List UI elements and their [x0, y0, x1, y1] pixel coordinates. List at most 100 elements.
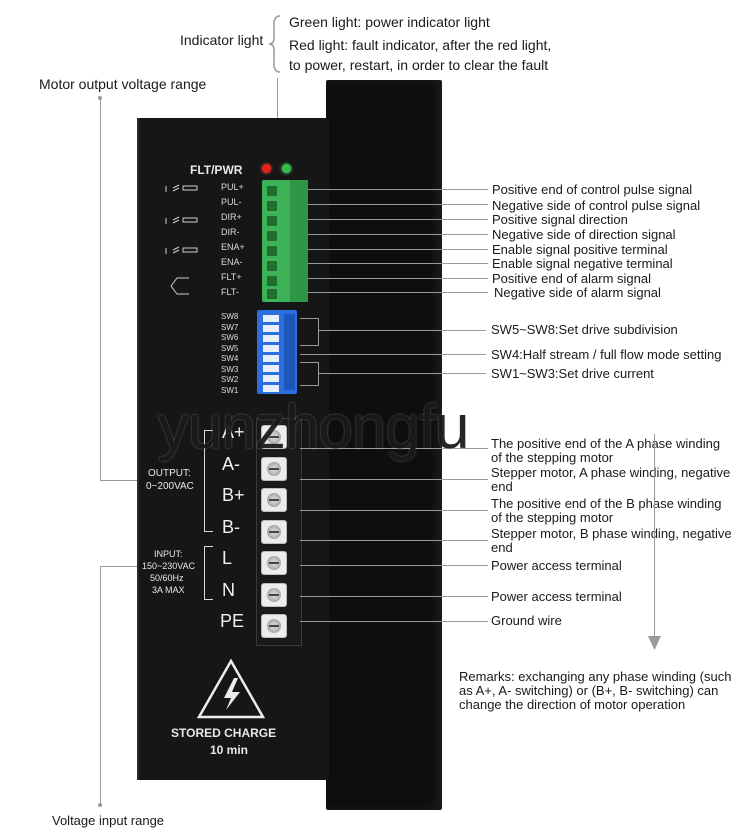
note-b-minus: Stepper motor, B phase winding, negative… — [491, 526, 732, 555]
signal-label-flt-minus: FLT- — [221, 287, 239, 297]
signal-label-flt-plus: FLT+ — [221, 272, 242, 282]
dip-toggle-4[interactable] — [263, 355, 279, 362]
note-a-plus: The positive end of the A phase winding … — [491, 436, 721, 465]
driver-heatsink — [326, 80, 442, 810]
sw6-label: SW6 — [221, 333, 239, 342]
output-title: OUTPUT: — [148, 468, 191, 479]
warning-stored-charge: STORED CHARGE — [171, 726, 277, 740]
dip-toggle-8[interactable] — [263, 315, 279, 322]
sw1-3-bracket — [300, 362, 319, 386]
terminal-screw-a-minus[interactable] — [261, 457, 287, 481]
remarks-arrow-shaft — [654, 434, 655, 639]
sw5-label: SW5 — [221, 343, 239, 353]
signal-label-pul-minus: PUL- — [221, 197, 242, 207]
terminal-screw-l[interactable] — [261, 551, 287, 575]
green-led — [282, 164, 291, 173]
remarks-text: Remarks: exchanging any phase winding (s… — [459, 669, 732, 712]
signal-label-column: PUL+ PUL- DIR+ DIR- ENA+ ENA- FLT+ FLT- — [221, 182, 261, 302]
note-pul-minus: Negative side of control pulse signal — [492, 198, 701, 213]
control-pin-4[interactable] — [262, 229, 286, 243]
sw8-label: SW8 — [221, 312, 239, 321]
input-title: INPUT: — [154, 549, 183, 559]
control-pin-1[interactable] — [262, 184, 286, 198]
output-bracket — [204, 430, 213, 532]
control-pin-2[interactable] — [262, 199, 286, 213]
red-light-description-1: Red light: fault indicator, after the re… — [289, 37, 552, 53]
control-pin-8[interactable] — [262, 287, 286, 301]
optocoupler-symbols — [163, 182, 213, 300]
note-sw1-3: SW1~SW3:Set drive current — [491, 366, 654, 381]
indicator-light-label: Indicator light — [180, 32, 264, 48]
terminal-label-l: L — [222, 548, 233, 568]
voltage-input-range-label: Voltage input range — [52, 813, 165, 828]
input-current: 3A MAX — [152, 585, 185, 595]
voltage-input-vline — [100, 566, 101, 805]
control-pin-3[interactable] — [262, 214, 286, 228]
power-terminal-block[interactable] — [256, 418, 302, 646]
voltage-input-dot — [98, 803, 102, 807]
control-pin-5[interactable] — [262, 244, 286, 258]
dip-toggle-3[interactable] — [263, 365, 279, 372]
terminal-screw-pe[interactable] — [261, 614, 287, 638]
dip-toggle-2[interactable] — [263, 375, 279, 382]
signal-label-pul-plus: PUL+ — [221, 182, 244, 192]
note-l: Power access terminal — [491, 558, 622, 573]
sw7-label: SW7 — [221, 322, 239, 332]
sw5-8-bracket — [300, 318, 319, 346]
remarks-arrow-head-icon — [648, 636, 661, 650]
sw4-label: SW4 — [221, 354, 239, 363]
dip-toggle-7[interactable] — [263, 325, 279, 332]
dip-switch-block[interactable] — [257, 310, 297, 394]
signal-label-dir-plus: DIR+ — [221, 212, 242, 222]
signal-label-dir-minus: DIR- — [221, 227, 240, 237]
dip-toggle-6[interactable] — [263, 335, 279, 342]
red-led — [262, 164, 271, 173]
signal-label-ena-minus: ENA- — [221, 257, 243, 267]
control-terminal-block[interactable] — [262, 180, 308, 302]
note-dir-minus: Negative side of direction signal — [492, 227, 676, 242]
input-voltage: 150~230VAC — [142, 561, 196, 571]
sw1-label: SW1 — [221, 385, 239, 395]
note-pul-plus: Positive end of control pulse signal — [492, 182, 693, 197]
flt-pwr-label: FLT/PWR — [190, 163, 243, 177]
indicator-brace — [268, 14, 282, 74]
output-range: 0~200VAC — [146, 481, 194, 492]
signal-label-ena-plus: ENA+ — [221, 242, 245, 252]
motor-output-hline — [100, 480, 138, 481]
note-n: Power access terminal — [491, 589, 622, 604]
terminal-label-n: N — [222, 580, 235, 600]
note-sw5-8: SW5~SW8:Set drive subdivision — [491, 322, 678, 337]
note-dir-plus: Positive signal direction — [492, 212, 628, 227]
note-ena-minus: Enable signal negative terminal — [492, 256, 673, 271]
terminal-screw-n[interactable] — [261, 583, 287, 607]
high-voltage-warning-icon — [196, 658, 266, 720]
note-pe: Ground wire — [491, 613, 562, 628]
red-light-description-2: to power, restart, in order to clear the… — [289, 57, 549, 73]
note-flt-plus: Positive end of alarm signal — [492, 271, 651, 286]
terminal-screw-b-minus[interactable] — [261, 520, 287, 544]
terminal-screw-b-plus[interactable] — [261, 488, 287, 512]
terminal-screw-a-plus[interactable] — [261, 425, 287, 449]
note-ena-plus: Enable signal positive terminal — [492, 242, 668, 257]
sw2-label: SW2 — [221, 375, 239, 384]
note-sw4: SW4:Half stream / full flow mode setting — [491, 347, 722, 362]
terminal-label-a-plus: A+ — [222, 422, 245, 442]
watermark-text: yunzhongfu — [158, 393, 470, 462]
note-a-minus: Stepper motor, A phase winding, negative… — [491, 465, 731, 494]
dip-toggle-1[interactable] — [263, 385, 279, 392]
input-bracket — [204, 546, 213, 600]
input-frequency: 50/60Hz — [150, 573, 184, 583]
control-pin-6[interactable] — [262, 259, 286, 273]
green-light-description: Green light: power indicator light — [289, 14, 490, 30]
dip-switch-labels: SW8 SW7 SW6 SW5 SW4 SW3 SW2 SW1 — [221, 312, 251, 396]
note-b-plus: The positive end of the B phase winding … — [491, 496, 722, 525]
sw3-label: SW3 — [221, 364, 239, 374]
terminal-label-pe: PE — [220, 611, 245, 631]
warning-time: 10 min — [210, 743, 249, 757]
dip-toggle-5[interactable] — [263, 345, 279, 352]
control-pin-7[interactable] — [262, 274, 286, 288]
terminal-label-b-minus: B- — [222, 517, 240, 537]
motor-output-voltage-label: Motor output voltage range — [39, 76, 207, 92]
motor-output-vline — [100, 98, 101, 480]
voltage-input-hline — [100, 566, 138, 567]
